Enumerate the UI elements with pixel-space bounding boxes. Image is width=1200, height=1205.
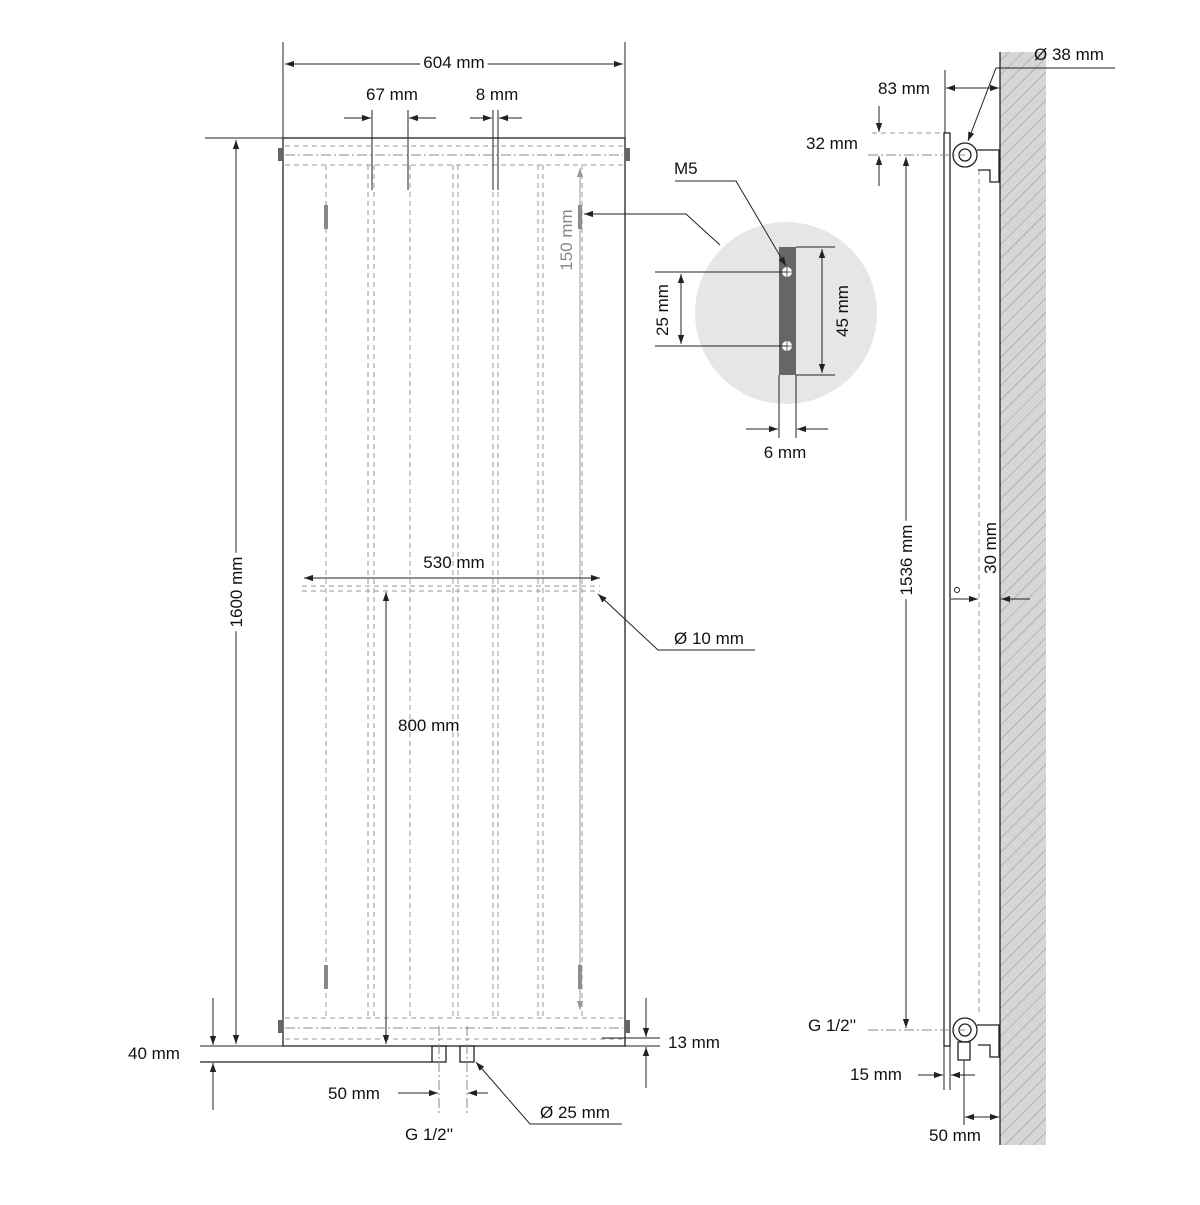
- pipe-centers-label: 1536 mm: [897, 525, 916, 596]
- tube-gap-label: 8 mm: [476, 85, 519, 104]
- connection-diameter-label: Ø 25 mm: [540, 1103, 610, 1122]
- side-panel: [943, 132, 951, 1047]
- connection-spacing-label: 50 mm: [328, 1084, 380, 1103]
- hole-spacing-label: 25 mm: [653, 284, 672, 336]
- plate-height-label: 45 mm: [833, 285, 852, 337]
- bracket-plate: [779, 247, 796, 375]
- panel-depth-label: 15 mm: [850, 1065, 902, 1084]
- tube-spacing-label: 67 mm: [366, 85, 418, 104]
- bottom-pipe-bracket: [952, 1017, 1000, 1061]
- plate-width-label: 6 mm: [764, 443, 807, 462]
- front-view: 604 mm 67 mm 8 mm 150 mm 1600 mm 530 mm …: [128, 42, 755, 1144]
- width-label: 604 mm: [423, 53, 484, 72]
- height-label: 1600 mm: [227, 557, 246, 628]
- pipe-diameter-label: Ø 38 mm: [1034, 45, 1104, 64]
- crossbar-diameter-label: Ø 10 mm: [674, 629, 744, 648]
- bottom-offset-label: 13 mm: [668, 1033, 720, 1052]
- floor-clearance-label: 40 mm: [128, 1044, 180, 1063]
- side-connection-thread-label: G 1/2'': [808, 1016, 856, 1035]
- connection-thread-label: G 1/2'': [405, 1125, 453, 1144]
- bracket-offset-label: 150 mm: [557, 209, 576, 270]
- top-offset-label: 32 mm: [806, 134, 858, 153]
- radiator-panel: [282, 137, 626, 1047]
- panel-gap-label: 30 mm: [981, 522, 1000, 574]
- bracket-detail: M5 25 mm 45 mm 6 mm: [584, 159, 877, 462]
- crossbar-height-label: 800 mm: [398, 716, 459, 735]
- screw-label: M5: [674, 159, 698, 178]
- top-pipe-bracket: [952, 142, 1000, 183]
- connection-depth-label: 50 mm: [929, 1126, 981, 1145]
- wall-distance-label: 83 mm: [878, 79, 930, 98]
- hidden-tubes: [325, 165, 583, 1018]
- crossbar-width-label: 530 mm: [423, 553, 484, 572]
- side-view: Ø 38 mm 83 mm 32 mm 1536 mm 30 mm G 1/2'…: [806, 45, 1115, 1145]
